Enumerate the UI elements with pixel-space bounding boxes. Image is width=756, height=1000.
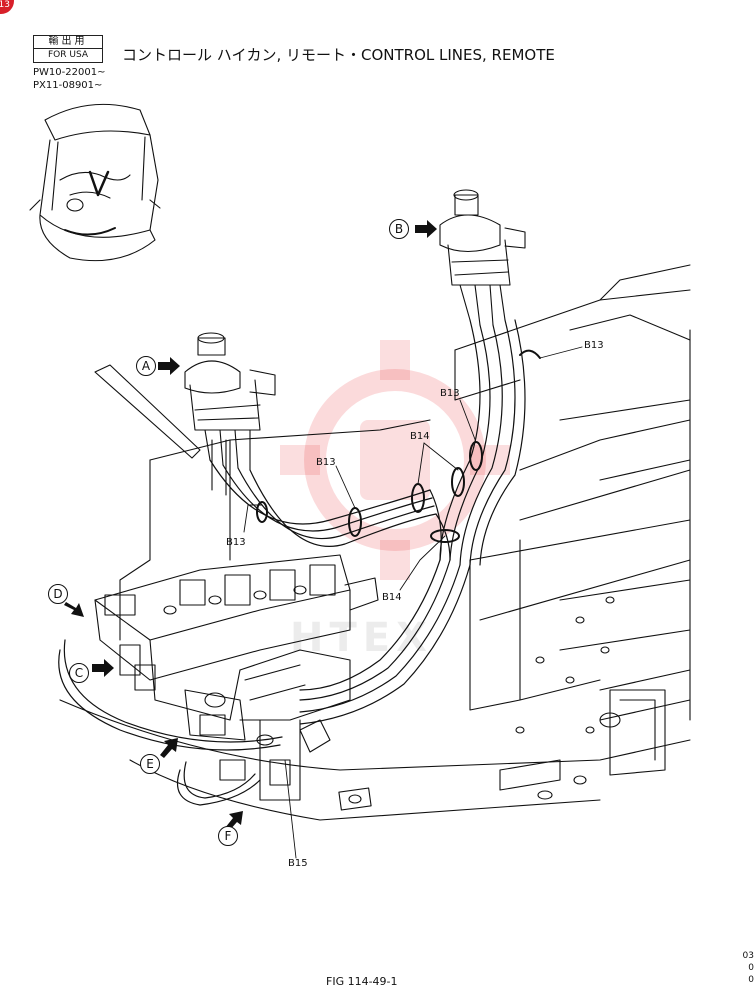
callout-leaders	[243, 346, 583, 859]
callout-b14: B14	[410, 431, 430, 442]
callout-b13: B13	[316, 457, 336, 468]
page-code-line: 03	[742, 951, 754, 961]
serial-range: PW10-22001~	[33, 67, 106, 78]
page-code-line: 0	[748, 975, 754, 985]
callout-b14: B14	[382, 592, 402, 603]
callout-b13: B13	[440, 388, 460, 399]
export-stamp: 輸出用 FOR USA	[33, 35, 103, 63]
hose-bundles	[58, 319, 526, 806]
page-code: 03 0 0	[743, 950, 754, 986]
view-letter-a: A	[136, 356, 156, 376]
frame-structure	[454, 264, 691, 800]
view-letter-e: E	[140, 754, 160, 774]
view-letter-f: F	[218, 826, 238, 846]
callout-b13: B13	[584, 340, 604, 351]
page-title: コントロール ハイカン, リモート・CONTROL LINES, REMOTE	[122, 46, 555, 64]
callout-b13: B13	[226, 537, 246, 548]
machine-thumbnail	[29, 103, 161, 262]
export-stamp-en: FOR USA	[48, 50, 88, 60]
serial-range: PX11-08901~	[33, 80, 103, 91]
view-arrows	[64, 220, 437, 831]
view-letter-d: D	[48, 584, 68, 604]
callout-b15: B15	[288, 858, 308, 869]
page-code-line: 0	[748, 963, 754, 973]
view-letter-b: B	[389, 219, 409, 239]
remote-valve-right	[439, 189, 526, 326]
serial-range-list: PW10-22001~ PX11-08901~	[33, 66, 105, 92]
export-stamp-jp: 輸出用	[34, 36, 102, 49]
control-valve-block	[94, 554, 379, 801]
figure-caption: FIG 114-49-1	[326, 975, 398, 988]
view-letter-c: C	[69, 663, 89, 683]
remote-valve-left	[94, 332, 276, 496]
